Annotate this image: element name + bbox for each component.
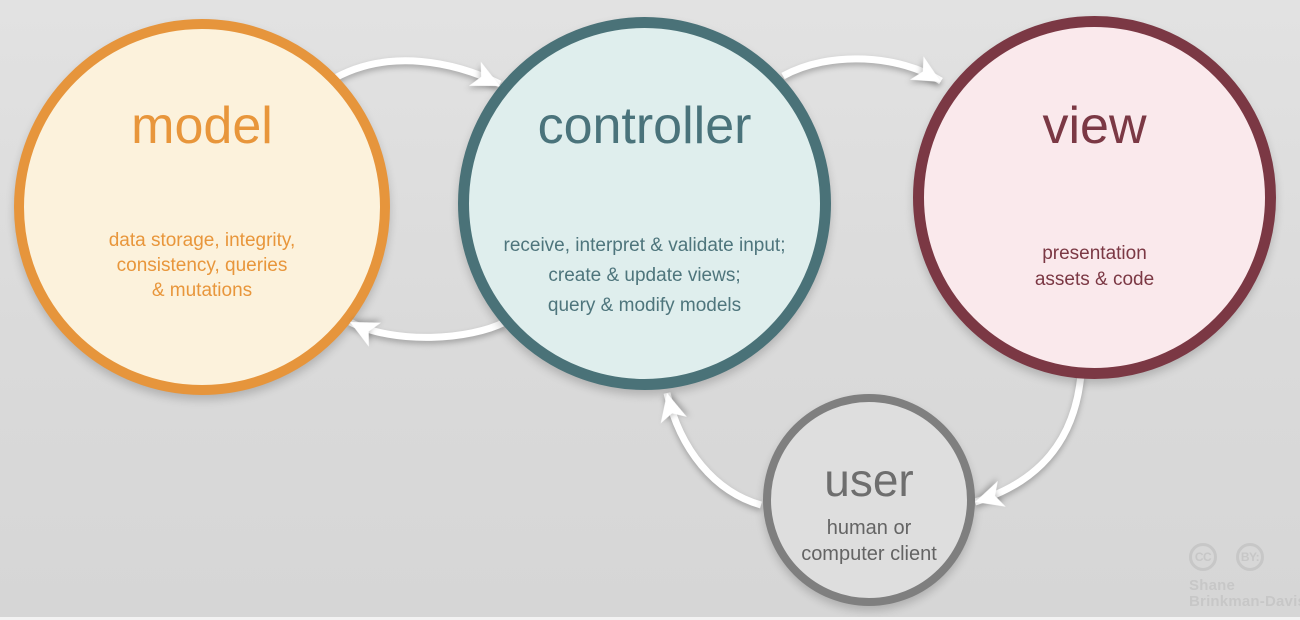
arrowhead-view-to-user <box>975 480 1006 507</box>
arrow-user-to-controller <box>663 392 762 509</box>
description-line: human or <box>826 517 912 539</box>
arrow-model-to-controller <box>333 57 502 88</box>
description-line: query & modify models <box>547 295 742 316</box>
node-controller-title: controller <box>537 97 752 155</box>
description-line: computer client <box>801 543 937 565</box>
node-controller-description: receive, interpret & validate input; cre… <box>469 231 820 321</box>
arrow-controller-to-model <box>348 318 507 341</box>
license-badges: CC BY: <box>1189 543 1300 571</box>
arrowhead-user-to-controller <box>660 393 687 424</box>
cc-attribution: CC BY: Shane Brinkman-Davis <box>1189 543 1300 610</box>
description-line: create & update views; <box>548 265 741 286</box>
node-view-title: view <box>1042 97 1147 155</box>
description-line: consistency, queries <box>116 255 288 276</box>
cc-by-icon: BY: <box>1236 543 1264 571</box>
node-model: model data storage, integrity, consisten… <box>14 19 390 395</box>
arrow-controller-to-view <box>781 55 943 84</box>
description-line: assets & code <box>1034 269 1155 290</box>
node-view-description: presentation assets & code <box>924 241 1265 293</box>
cc-icon: CC <box>1189 543 1217 571</box>
node-view: view presentation assets & code <box>913 16 1276 379</box>
author-line: Brinkman-Davis <box>1189 593 1300 610</box>
author-line: Shane <box>1189 577 1236 594</box>
description-line: presentation <box>1042 243 1147 264</box>
bottom-edge-highlight <box>0 617 1300 620</box>
description-line: & mutations <box>151 280 253 301</box>
node-model-title: model <box>131 97 273 155</box>
node-user-description: human or computer client <box>771 515 967 567</box>
node-model-description: data storage, integrity, consistency, qu… <box>24 228 380 303</box>
author-credit: Shane Brinkman-Davis <box>1189 578 1300 610</box>
node-user: user human or computer client <box>763 394 975 606</box>
arrowhead-controller-to-view <box>910 56 941 82</box>
arrow-view-to-user <box>973 373 1085 506</box>
description-line: data storage, integrity, <box>108 230 296 251</box>
node-user-title: user <box>824 454 914 506</box>
node-controller: controller receive, interpret & validate… <box>458 17 831 390</box>
description-line: receive, interpret & validate input; <box>503 235 786 256</box>
